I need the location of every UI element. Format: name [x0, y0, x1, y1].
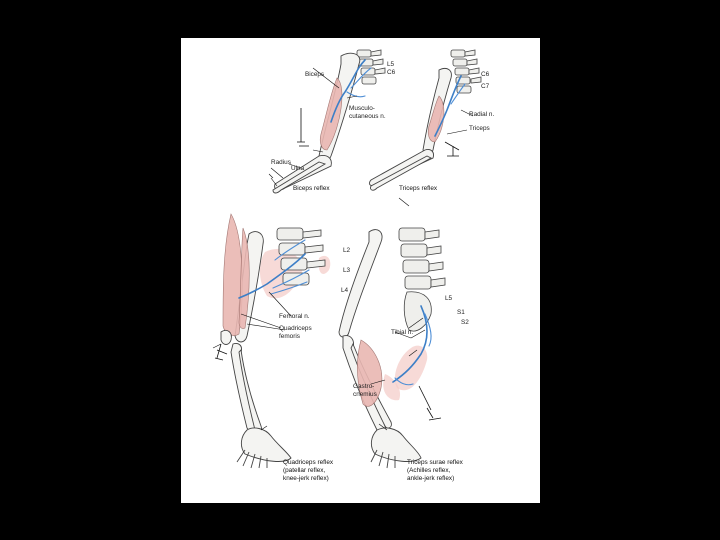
- caption-triceps-surae-reflex-3: ankle-jerk reflex): [407, 475, 454, 482]
- label-gastrocnemius-1: Gastro-: [353, 383, 374, 390]
- reflex-diagram: Biceps L5 C6 Musculo- cutaneous n. Radiu…: [212, 49, 494, 482]
- biceps-muscle: [319, 77, 343, 151]
- label-musculocutaneous-1: Musculo-: [349, 105, 375, 112]
- label-musculocutaneous-2: cutaneous n.: [349, 113, 386, 120]
- label-radius: Radius: [271, 159, 291, 166]
- femur-right: [338, 229, 383, 338]
- label-l4: L4: [341, 287, 349, 294]
- musculocutaneous-nerve: [330, 59, 366, 123]
- caption-biceps-reflex: Biceps reflex: [293, 185, 330, 192]
- panel-biceps: Biceps L5 C6 Musculo- cutaneous n. Radiu…: [268, 49, 396, 194]
- caption-triceps-surae-reflex-2: (Achilles reflex,: [407, 467, 451, 474]
- label-l2: L2: [343, 247, 351, 254]
- label-biceps: Biceps: [305, 71, 324, 78]
- label-c7: C7: [481, 83, 490, 90]
- lumbar-spine-left: [276, 227, 326, 286]
- panel-quadriceps: L2 L3 L4 Femoral n. Quadriceps femoris Q…: [212, 213, 351, 482]
- label-quadriceps-1: Quadriceps: [279, 325, 312, 332]
- label-femoral-nerve: Femoral n.: [279, 313, 310, 320]
- panel-triceps-surae: L5 S1 S2 Tibial n. Gastro- cnemius Trice…: [338, 227, 469, 482]
- panel-triceps: C6 C7 Radial n. Triceps Triceps reflex: [368, 49, 494, 207]
- reflex-hammer-achilles: [418, 385, 442, 421]
- caption-quadriceps-reflex-1: Quadriceps reflex: [283, 459, 334, 466]
- reflex-hammer-patellar: [214, 343, 228, 361]
- caption-triceps-surae-reflex-1: Triceps surae reflex: [407, 459, 464, 466]
- caption-quadriceps-reflex-2: (patellar reflex,: [283, 467, 325, 474]
- foot-right: [370, 427, 422, 462]
- label-l3: L3: [343, 267, 351, 274]
- patella: [220, 329, 232, 345]
- label-s1: S1: [457, 309, 465, 316]
- label-gastrocnemius-2: cnemius: [353, 391, 377, 398]
- label-s2: S2: [461, 319, 469, 326]
- label-triceps: Triceps: [469, 125, 490, 132]
- cervical-spine-top-left: [356, 49, 386, 85]
- forearm-right: [368, 149, 434, 187]
- label-radial-nerve: Radial n.: [469, 111, 494, 118]
- radial-nerve: [434, 75, 462, 137]
- caption-quadriceps-reflex-3: knee-jerk reflex): [283, 475, 329, 482]
- illustration-sheet: Biceps L5 C6 Musculo- cutaneous n. Radiu…: [181, 38, 540, 503]
- gastrocnemius-muscle: [357, 339, 383, 407]
- label-c6-biceps: C6: [387, 69, 396, 76]
- caption-triceps-reflex: Triceps reflex: [399, 185, 438, 192]
- reflex-hammer-triceps: [444, 141, 460, 157]
- femoral-nerve: [238, 253, 306, 299]
- label-l5: L5: [387, 61, 395, 68]
- tibial-nerve: [392, 305, 428, 383]
- lumbosacral-spine: [398, 227, 446, 332]
- label-quadriceps-2: femoris: [279, 333, 300, 340]
- label-c6-triceps: C6: [481, 71, 490, 78]
- label-l5-surae: L5: [445, 295, 453, 302]
- foot-left: [240, 427, 292, 462]
- label-tibial-nerve: Tibial n.: [391, 329, 413, 336]
- reflex-hammer-biceps: [297, 108, 309, 147]
- label-ulna: Ulna: [291, 165, 305, 172]
